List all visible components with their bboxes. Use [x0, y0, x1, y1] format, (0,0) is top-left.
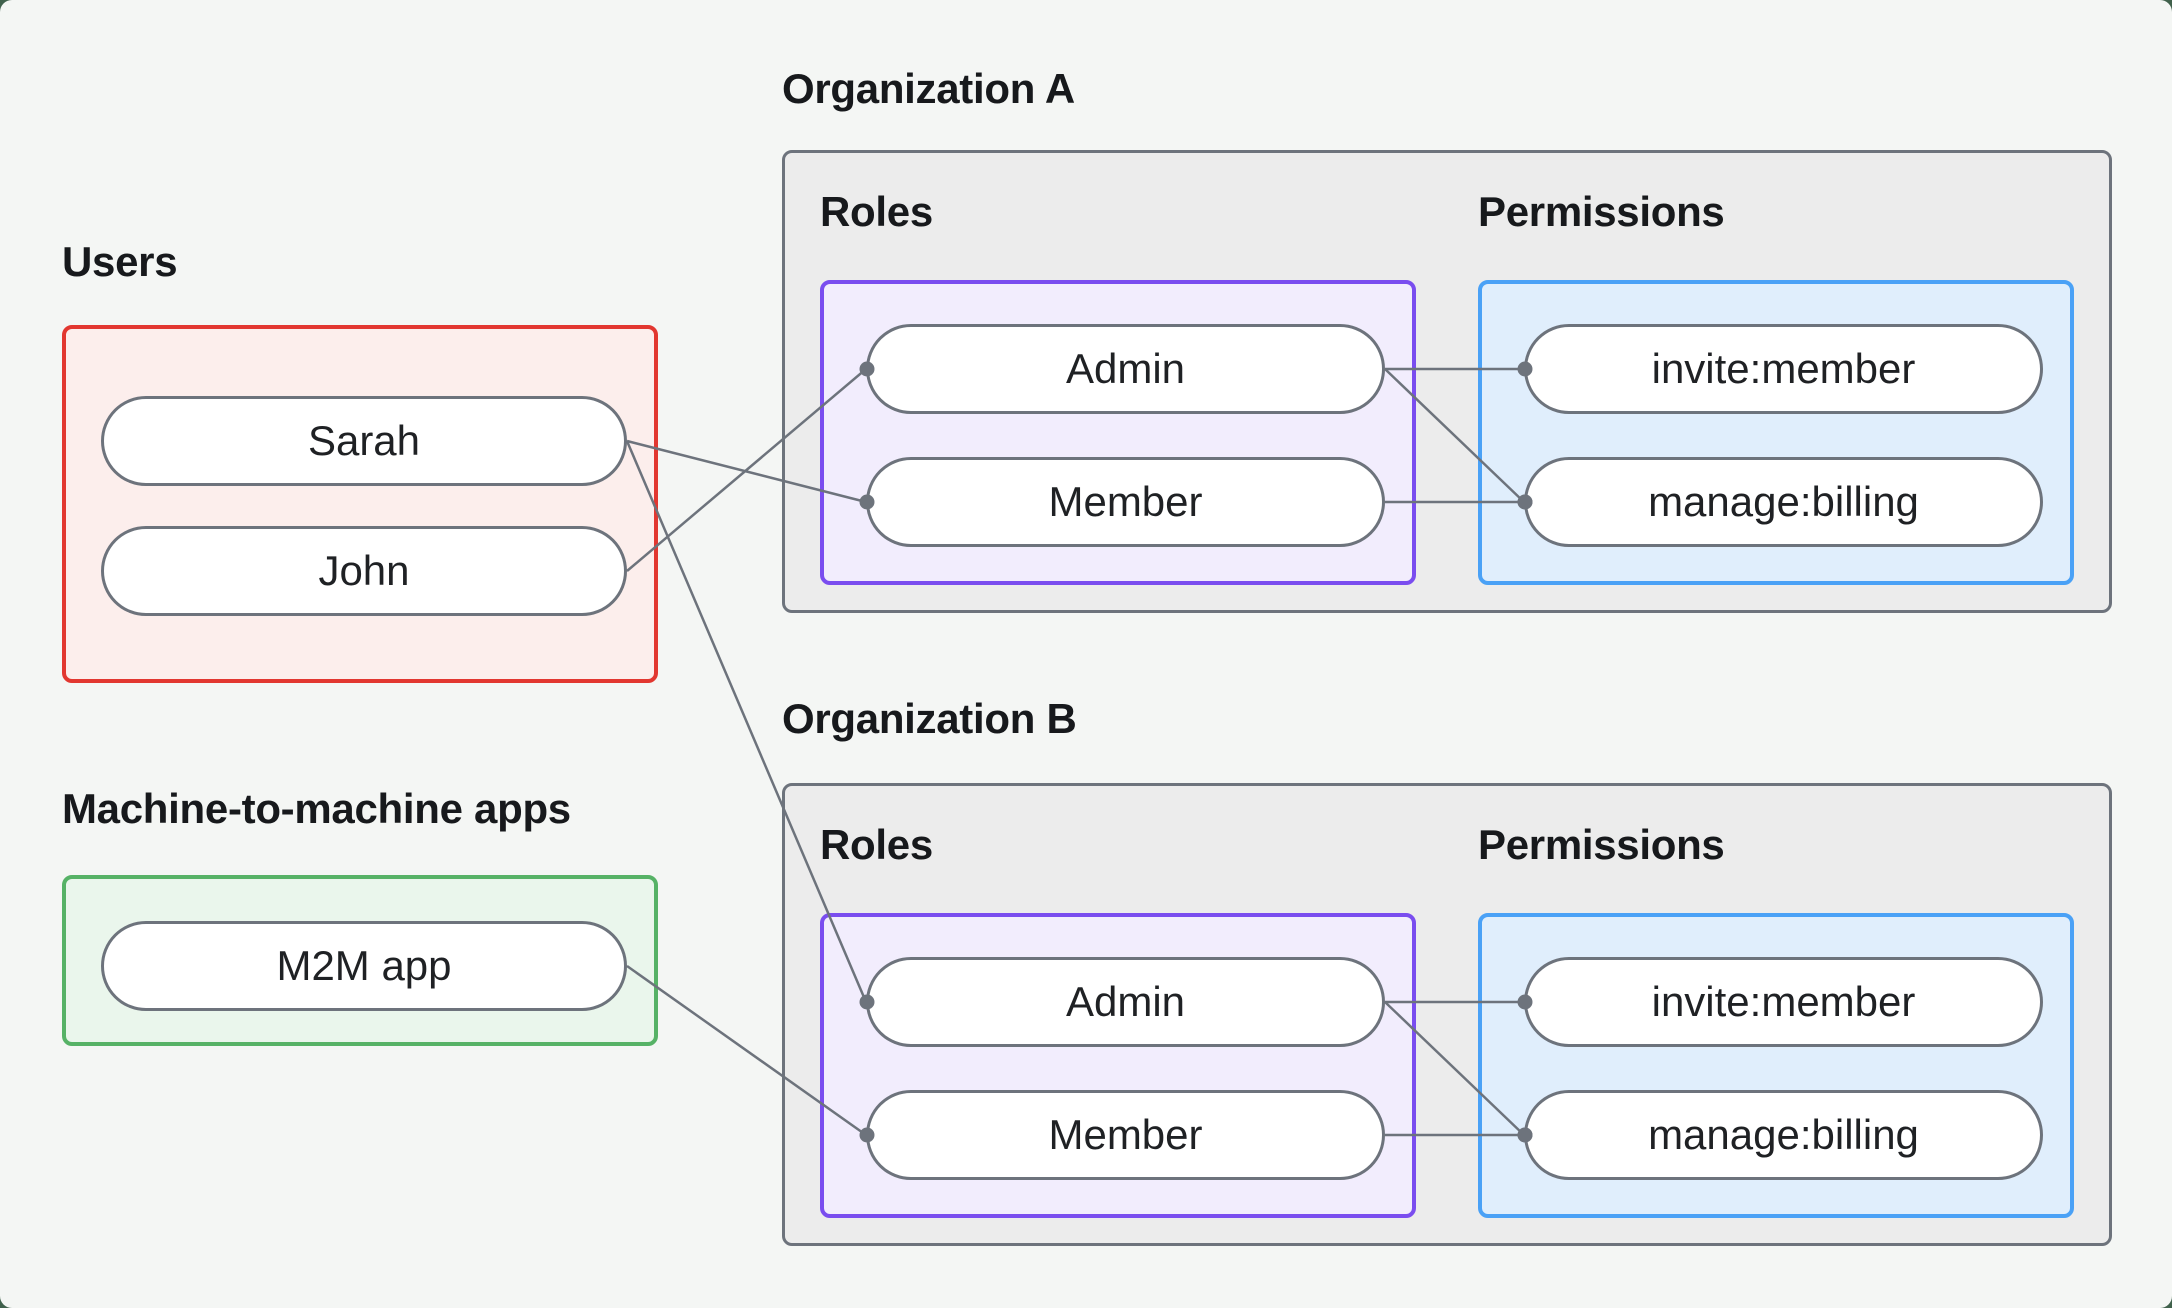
- org-b-roles-title: Roles: [820, 821, 933, 868]
- users-group-box: Sarah John: [62, 325, 658, 683]
- org-b-roles-box: Admin Member: [820, 913, 1416, 1218]
- org-a-role-admin-label: Admin: [1065, 345, 1186, 392]
- m2m-group-title: Machine-to-machine apps: [62, 785, 571, 832]
- org-a-role-admin: Admin: [866, 324, 1385, 414]
- org-a-roles-box: Admin Member: [820, 280, 1416, 585]
- user-node-sarah: Sarah: [101, 396, 627, 486]
- org-b-box: Roles Admin Member Permissions invite:me…: [782, 783, 2112, 1246]
- org-a-box: Roles Admin Member Permissions invite:me…: [782, 150, 2112, 613]
- app-node-m2m-label: M2M app: [276, 942, 452, 989]
- org-b-role-member-label: Member: [1048, 1111, 1203, 1158]
- user-node-john: John: [101, 526, 627, 616]
- org-a-permissions-box: invite:member manage:billing: [1478, 280, 2074, 585]
- org-a-permission-invite-member: invite:member: [1524, 324, 2043, 414]
- org-a-role-member-label: Member: [1048, 478, 1203, 525]
- org-a-permissions-title: Permissions: [1478, 188, 1725, 235]
- org-b-permission-invite-member: invite:member: [1524, 957, 2043, 1047]
- org-b-role-admin: Admin: [866, 957, 1385, 1047]
- org-a-permission-invite-member-label: invite:member: [1651, 345, 1916, 392]
- org-b-permission-invite-member-label: invite:member: [1651, 978, 1916, 1025]
- users-group-title: Users: [62, 238, 178, 285]
- org-a-roles-title: Roles: [820, 188, 933, 235]
- org-a-title: Organization A: [782, 65, 1075, 112]
- org-b-role-member: Member: [866, 1090, 1385, 1180]
- org-b-role-admin-label: Admin: [1065, 978, 1186, 1025]
- org-b-permission-manage-billing-label: manage:billing: [1648, 1111, 1919, 1158]
- user-node-john-label: John: [318, 547, 410, 594]
- app-node-m2m: M2M app: [101, 921, 627, 1011]
- org-b-title: Organization B: [782, 695, 1077, 742]
- org-a-role-member: Member: [866, 457, 1385, 547]
- org-b-permissions-title: Permissions: [1478, 821, 1725, 868]
- user-node-sarah-label: Sarah: [307, 417, 421, 464]
- org-b-permission-manage-billing: manage:billing: [1524, 1090, 2043, 1180]
- org-a-permission-manage-billing: manage:billing: [1524, 457, 2043, 547]
- org-b-permissions-box: invite:member manage:billing: [1478, 913, 2074, 1218]
- m2m-group-box: M2M app: [62, 875, 658, 1046]
- org-a-permission-manage-billing-label: manage:billing: [1648, 478, 1919, 525]
